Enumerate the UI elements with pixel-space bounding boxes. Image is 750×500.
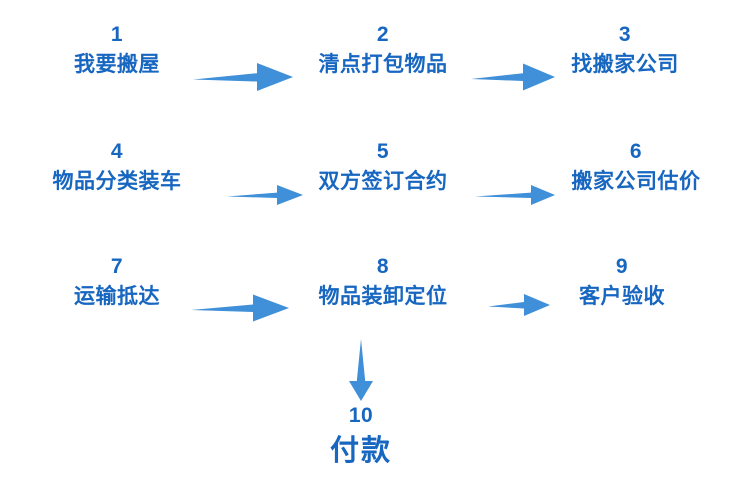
flow-step-2[interactable]: 2 清点打包物品 [319, 24, 448, 75]
step-label-5: 双方签订合约 [318, 170, 448, 193]
step-number-7: 7 [110, 255, 124, 278]
arrow-1-to-2 [193, 60, 293, 94]
step-label-10: 付款 [329, 435, 393, 467]
step-label-7: 运输抵达 [74, 285, 160, 308]
flow-step-3[interactable]: 3 找搬家公司 [571, 24, 679, 75]
step-label-4: 物品分类装车 [52, 170, 182, 193]
step-label-2: 清点打包物品 [318, 53, 448, 76]
step-number-3: 3 [618, 23, 632, 46]
step-label-8: 物品装卸定位 [318, 285, 448, 308]
step-label-1: 我要搬屋 [74, 53, 160, 76]
arrow-8-to-9 [488, 292, 550, 318]
step-number-1: 1 [110, 23, 124, 46]
flow-step-9[interactable]: 9 客户验收 [579, 256, 665, 307]
arrow-4-to-5 [227, 183, 303, 207]
step-number-5: 5 [376, 140, 390, 163]
step-label-3: 找搬家公司 [571, 53, 679, 76]
flow-step-6[interactable]: 6 搬家公司估价 [572, 141, 701, 192]
flow-step-4[interactable]: 4 物品分类装车 [53, 141, 182, 192]
step-number-10: 10 [348, 404, 374, 427]
step-label-9: 客户验收 [579, 285, 665, 308]
step-number-6: 6 [629, 140, 643, 163]
arrow-8-to-10 [346, 339, 376, 401]
arrow-2-to-3 [471, 61, 555, 93]
step-number-4: 4 [110, 140, 124, 163]
step-number-9: 9 [615, 255, 629, 278]
flow-step-7[interactable]: 7 运输抵达 [74, 256, 160, 307]
step-label-6: 搬家公司估价 [571, 170, 701, 193]
step-number-8: 8 [376, 255, 390, 278]
flow-step-10[interactable]: 10 付款 [330, 405, 392, 466]
step-number-2: 2 [376, 23, 390, 46]
arrow-7-to-8 [191, 292, 289, 324]
arrow-5-to-6 [475, 183, 555, 207]
flow-step-8[interactable]: 8 物品装卸定位 [319, 256, 448, 307]
flow-step-5[interactable]: 5 双方签订合约 [319, 141, 448, 192]
flow-step-1[interactable]: 1 我要搬屋 [74, 24, 160, 75]
